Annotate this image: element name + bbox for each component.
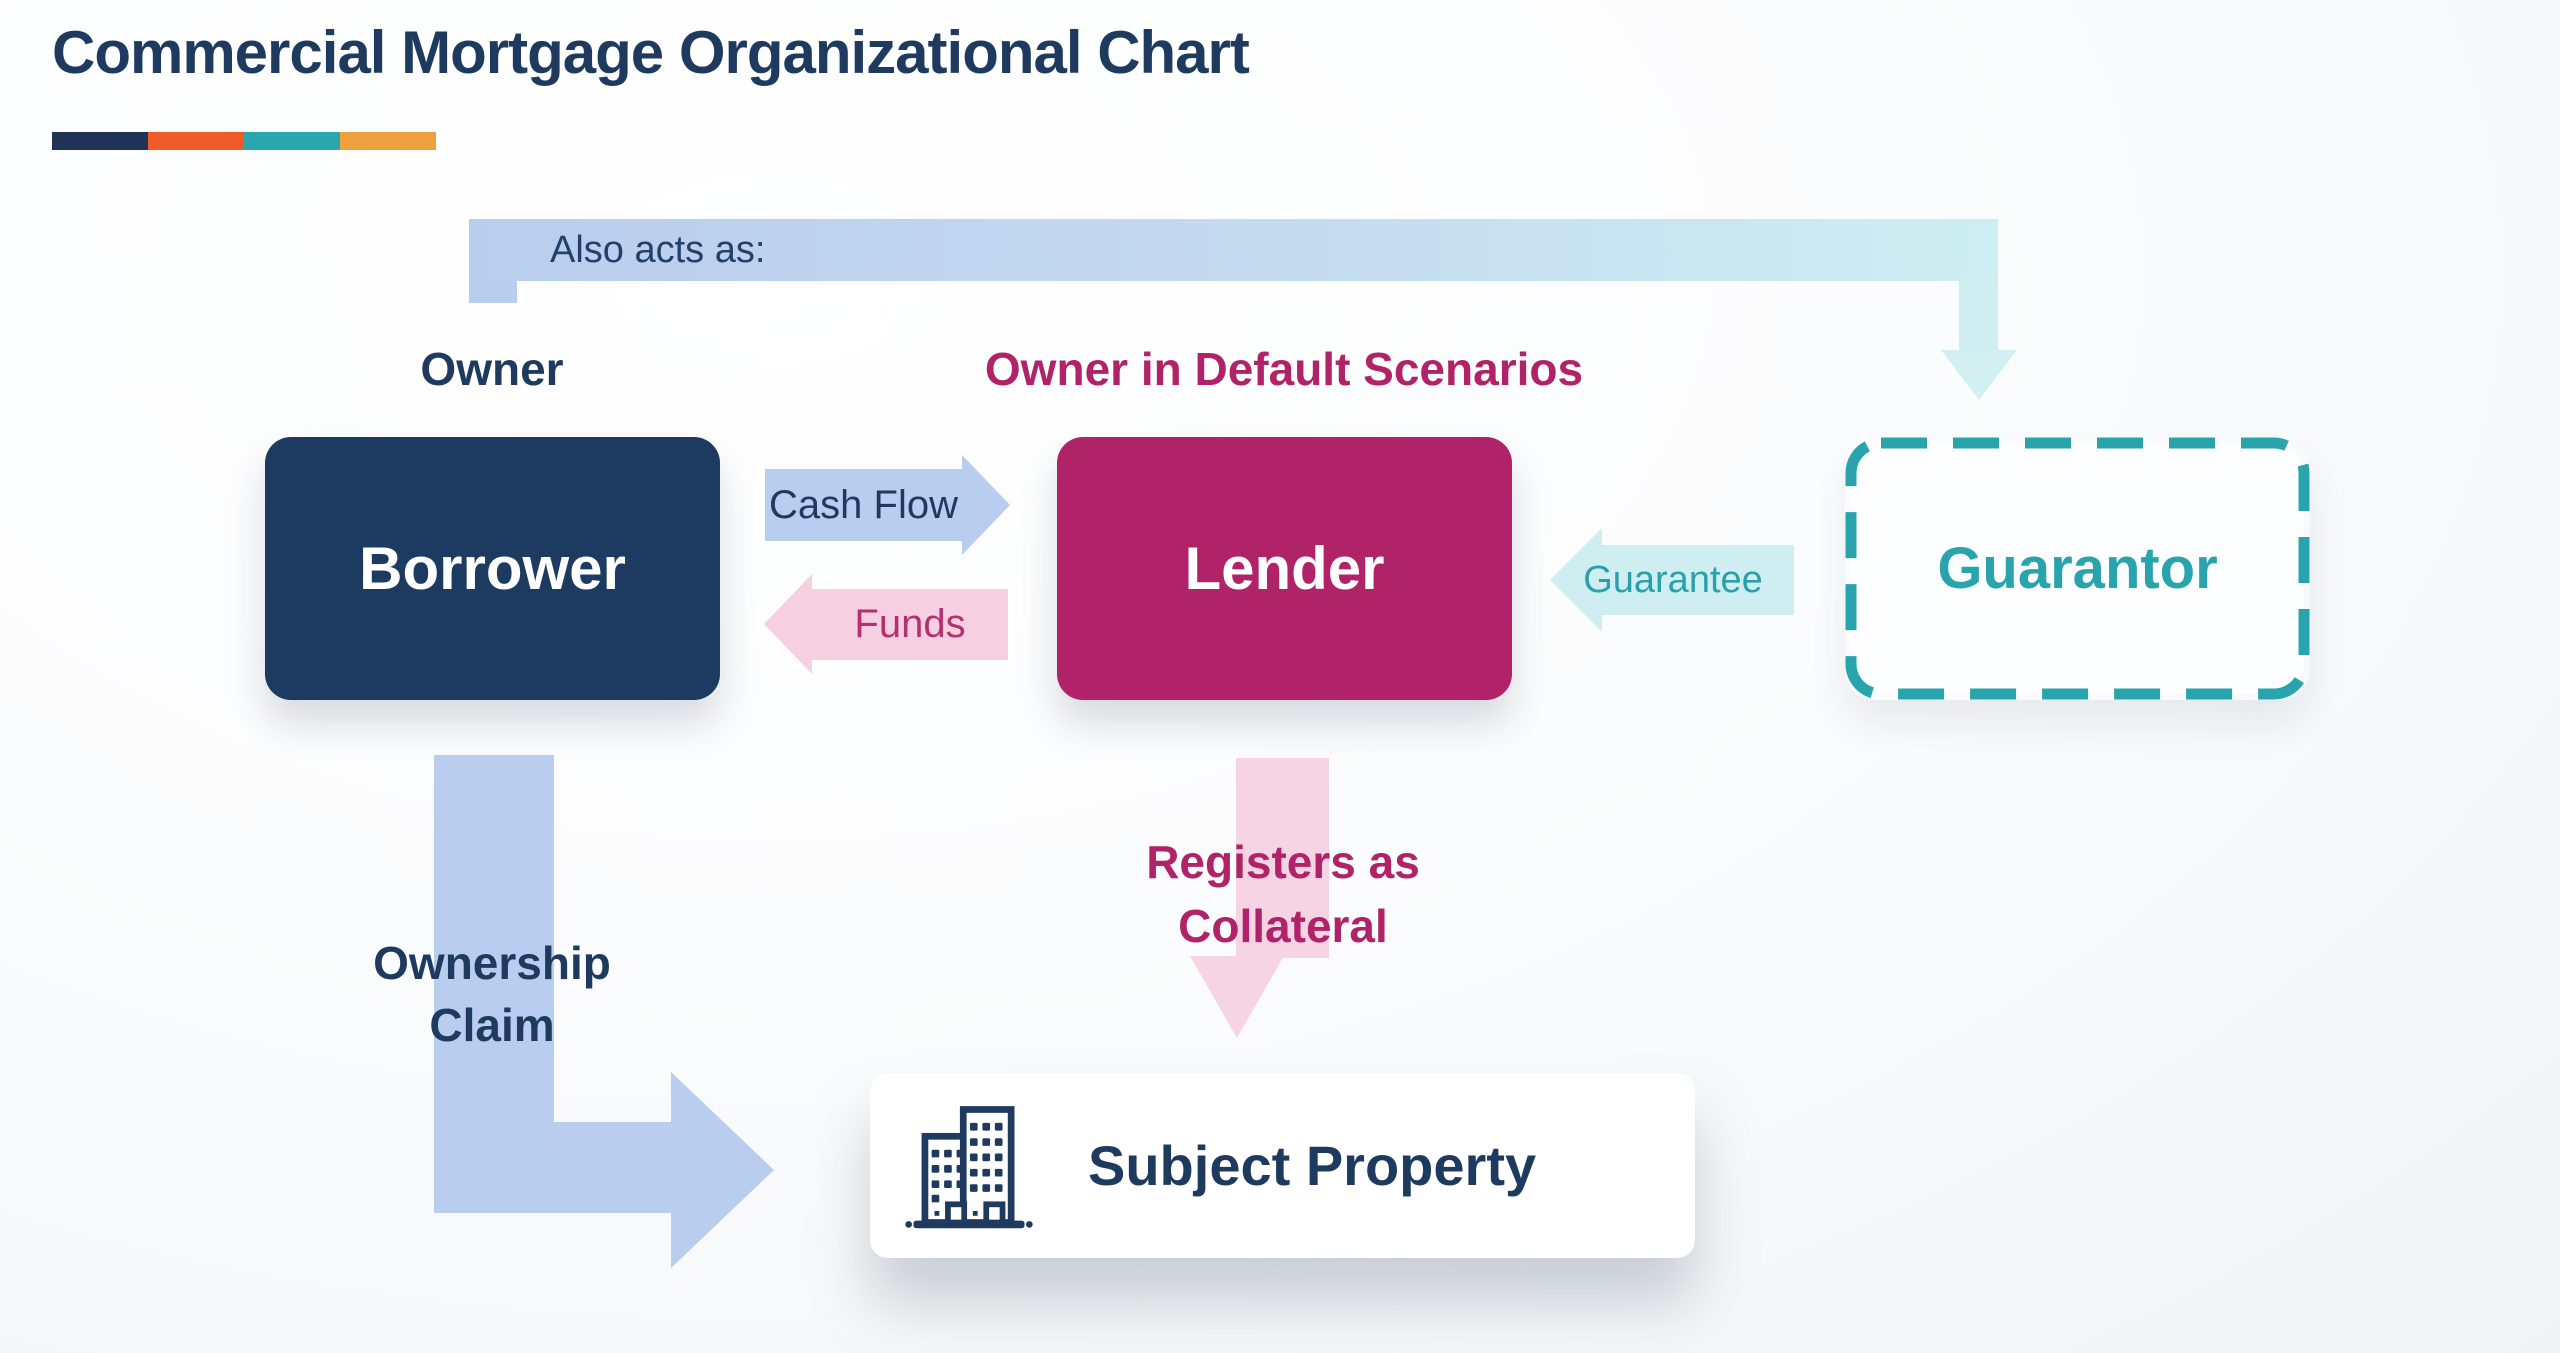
guarantor-dashed-border	[1845, 437, 2310, 700]
underline-segment-amber	[340, 132, 436, 150]
guarantor-node: Guarantor	[1845, 437, 2310, 700]
funds-arrowhead-icon	[764, 574, 812, 674]
ownership-arrow-shaft	[434, 755, 554, 1213]
underline-segment-teal	[244, 132, 340, 150]
guarantee-arrow	[1602, 545, 1794, 615]
underline-segment-orange	[148, 132, 244, 150]
page-title: Commercial Mortgage Organizational Chart	[52, 19, 1250, 86]
funds-label: Funds	[854, 602, 966, 646]
funds-arrow: Funds	[812, 589, 1008, 660]
cash-flow-label: Cash Flow	[769, 482, 958, 527]
cash-flow-arrowhead-icon	[962, 455, 1010, 555]
title-underline	[52, 132, 436, 150]
also-acts-as-banner	[469, 219, 1998, 281]
ownership-arrowhead-icon	[671, 1072, 774, 1268]
lender-node: Lender	[1057, 437, 1512, 700]
building-icon	[905, 1105, 1033, 1228]
ownership-label-line1: Ownership	[373, 937, 611, 989]
registers-label-line1: Registers as	[1146, 836, 1420, 888]
borrower-node-label: Borrower	[359, 535, 626, 602]
registers-as-collateral-label: Registers as Collateral	[1033, 830, 1533, 958]
also-acts-as-label: Also acts as:	[550, 229, 766, 271]
borrower-node: Borrower	[265, 437, 720, 700]
ownership-arrow-bar	[544, 1122, 671, 1213]
registers-label-line2: Collateral	[1178, 900, 1388, 952]
ownership-claim-label: Ownership Claim	[242, 932, 742, 1056]
guarantor-node-label: Guarantor	[1937, 536, 2218, 601]
cash-flow-arrow: Cash Flow	[765, 469, 962, 541]
lender-node-label: Lender	[1184, 535, 1385, 602]
ownership-label-line2: Claim	[429, 999, 555, 1051]
subject-property-card: Subject Property	[870, 1073, 1695, 1258]
guarantee-label: Guarantee	[1583, 558, 1763, 601]
lender-role-label: Owner in Default Scenarios	[984, 343, 1584, 395]
underline-segment-navy	[52, 132, 148, 150]
banner-down-connector	[1959, 278, 1998, 352]
borrower-role-label: Owner	[420, 343, 564, 395]
registers-arrow-shaft	[1236, 758, 1329, 958]
banner-down-arrowhead-icon	[1941, 350, 2017, 400]
subject-property-label: Subject Property	[1088, 1134, 1537, 1197]
registers-arrowhead-icon	[1190, 956, 1284, 1038]
guarantee-arrowhead-icon	[1550, 528, 1602, 632]
